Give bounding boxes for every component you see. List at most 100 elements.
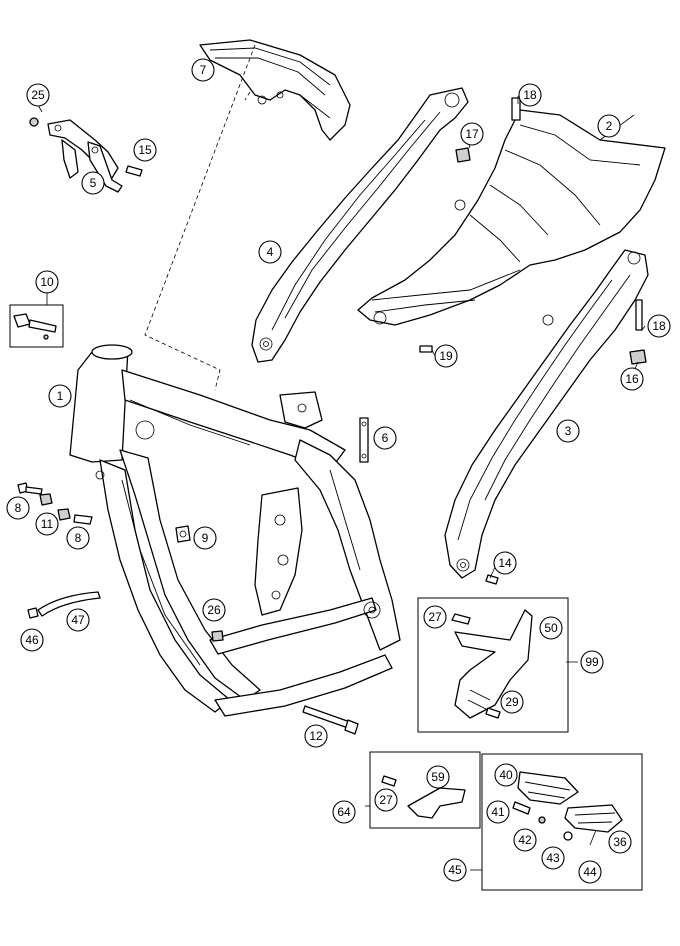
callout-circle (486, 800, 510, 824)
callout-number: 11 (41, 517, 54, 531)
callout-18: 18 (518, 83, 542, 107)
callout-number: 17 (465, 127, 479, 141)
callout-number: 26 (207, 603, 221, 617)
callout-27: 27 (374, 788, 398, 812)
callout-11: 11 (35, 512, 59, 536)
callout-8: 8 (6, 496, 30, 520)
callout-circle (258, 240, 282, 264)
callout-number: 3 (565, 424, 572, 438)
callout-circle (500, 690, 524, 714)
callout-number: 18 (523, 88, 537, 102)
part-9-clip (175, 525, 191, 543)
part-45-footpeg-box (481, 753, 643, 891)
callout-64: 64 (332, 800, 356, 824)
small-fasteners (211, 97, 647, 642)
callout-circle (426, 765, 450, 789)
callout-circle (443, 858, 467, 882)
callout-number: 1 (57, 389, 64, 403)
callout-50: 50 (539, 616, 563, 640)
part-2-rear-subframe (357, 109, 666, 326)
callout-number: 50 (544, 621, 558, 635)
callout-46: 46 (20, 628, 44, 652)
callout-number: 36 (613, 835, 627, 849)
callout-27: 27 (423, 605, 447, 629)
callout-circle (332, 800, 356, 824)
callout-15: 15 (133, 138, 157, 162)
callout-7: 7 (191, 58, 215, 82)
callout-10: 10 (35, 270, 59, 294)
callout-number: 59 (431, 770, 445, 784)
part-12-bolt (302, 705, 359, 735)
callout-40: 40 (494, 763, 518, 787)
callout-circle (6, 496, 30, 520)
callout-circle (494, 763, 518, 787)
callout-circle (191, 58, 215, 82)
callout-17: 17 (460, 122, 484, 146)
callout-circle (541, 846, 565, 870)
callout-44: 44 (578, 860, 602, 884)
callout-circle (66, 526, 90, 550)
callout-5: 5 (81, 171, 105, 195)
callout-circle (373, 426, 397, 450)
callout-circle (518, 83, 542, 107)
callout-circle (20, 628, 44, 652)
part-64-kit-box (369, 751, 481, 829)
callout-number: 27 (379, 793, 393, 807)
callout-number: 2 (606, 119, 613, 133)
callout-number: 16 (625, 372, 639, 386)
callout-number: 27 (428, 610, 442, 624)
callout-41: 41 (486, 800, 510, 824)
part-6-strap (359, 417, 369, 463)
callout-99: 99 (580, 650, 604, 674)
part-5-bracket (29, 117, 143, 193)
callout-number: 25 (31, 88, 45, 102)
callout-1: 1 (48, 384, 72, 408)
callout-circle (556, 419, 580, 443)
part-3-subframe-rail-right (444, 249, 649, 579)
callout-circle (513, 828, 537, 852)
part-4-subframe-rail-left (251, 87, 469, 363)
callout-number: 18 (652, 319, 666, 333)
callout-19: 19 (434, 344, 458, 368)
callout-29: 29 (500, 690, 524, 714)
callout-number: 64 (337, 805, 351, 819)
callout-18: 18 (647, 314, 671, 338)
callout-12: 12 (304, 724, 328, 748)
callout-circle (460, 122, 484, 146)
callout-circle (580, 650, 604, 674)
callout-circle (620, 367, 644, 391)
callout-number: 5 (90, 176, 97, 190)
callout-circle (66, 608, 90, 632)
callout-number: 8 (75, 531, 82, 545)
callout-number: 7 (200, 63, 207, 77)
callout-number: 40 (499, 768, 513, 782)
callout-circle (35, 270, 59, 294)
callout-number: 14 (498, 556, 512, 570)
callout-number: 41 (491, 805, 505, 819)
callout-number: 47 (71, 613, 85, 627)
callout-59: 59 (426, 765, 450, 789)
callout-circle (578, 860, 602, 884)
callout-number: 45 (448, 863, 462, 877)
callout-circle (202, 598, 226, 622)
callout-circle (133, 138, 157, 162)
callout-circle (434, 344, 458, 368)
callout-14: 14 (493, 551, 517, 575)
callout-circle (597, 114, 621, 138)
callout-number: 10 (40, 275, 54, 289)
callout-circle (35, 512, 59, 536)
callout-circle (193, 526, 217, 550)
part-99-kit-box (417, 597, 569, 733)
callout-number: 43 (546, 851, 560, 865)
callout-number: 8 (15, 501, 22, 515)
callout-circle (26, 83, 50, 107)
parts-8-11-fasteners (17, 482, 93, 525)
callout-47: 47 (66, 608, 90, 632)
callout-8: 8 (66, 526, 90, 550)
callout-45: 45 (443, 858, 467, 882)
callout-25: 25 (26, 83, 50, 107)
callout-circle (304, 724, 328, 748)
part-10-kit (9, 304, 64, 348)
